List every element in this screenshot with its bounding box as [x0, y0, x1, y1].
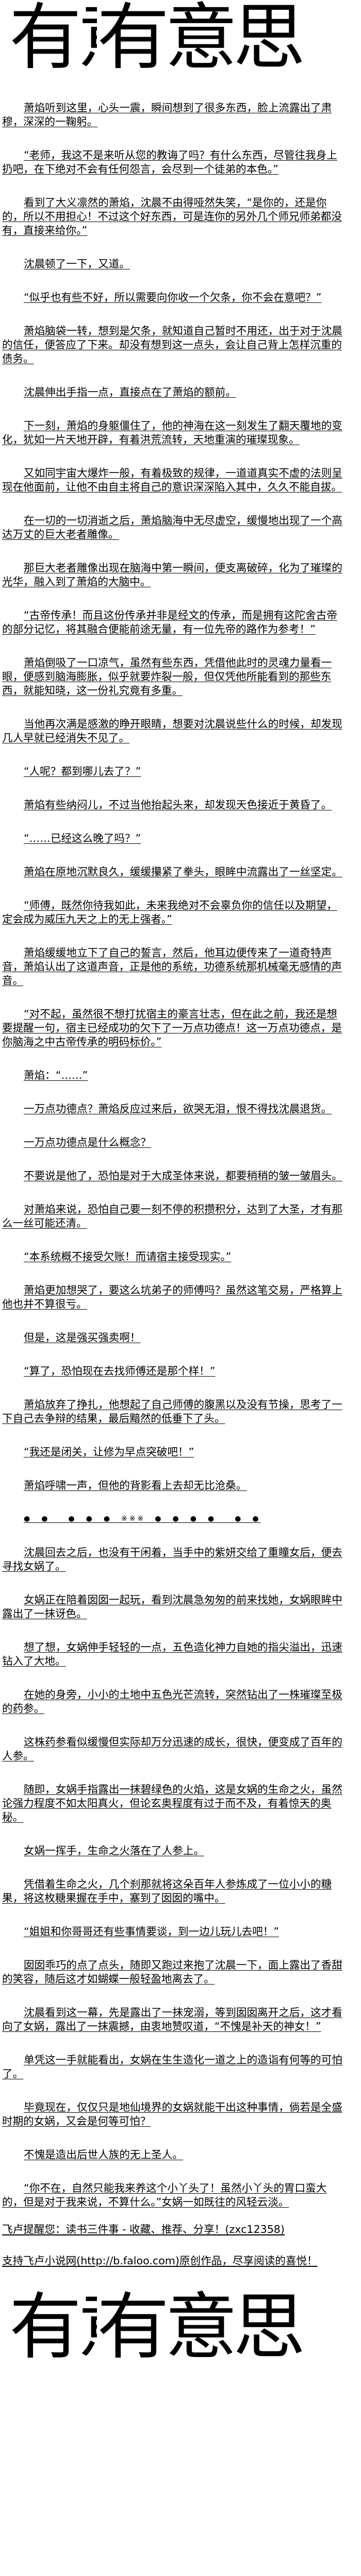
paragraph: “似乎也有些不好，所以需要向你收一个欠条，你不会在意吧？” [24, 291, 322, 303]
paragraph: 毕竟现在，仅仅只是地仙境界的女娲就能干出这种事情，倘若是全盛时期的女娲，又会是何… [2, 2101, 342, 2127]
site-logo-banner-bottom: 有意有意思 [0, 2292, 361, 2364]
paragraph: 但是，这是强买强卖啊！ [24, 1331, 141, 1344]
paragraph: 看到了大义凛然的萧焰，沈晨不由得哑然失笑，“是你的，还是你的，所以不用担心！不过… [2, 196, 342, 236]
paragraph: 对萧焰来说，恐怕自己要一刻不停的积攒积分，达到了大圣，才有那么一丝可能还清。 [2, 1203, 342, 1229]
logo-char: 有 [9, 2285, 81, 2369]
paragraph: 萧焰倒吸了一口凉气，虽然有些东西，凭借他此时的灵魂力量看一眼，便感到脑海膨胀，似… [2, 656, 332, 697]
logo-char-cropped: 意 [77, 2, 97, 74]
paragraph: 萧焰脑袋一转，想到是欠条，就知道自己暂时不用还，出于对于沈晨的信任，便答应了下来… [2, 325, 342, 365]
paragraph: 沈晨回去之后，也没有干闲着，当手中的紫妍交给了重瞳女后，便去寻找女娲了。 [2, 1546, 342, 1572]
paragraph: 当他再次满是感激的睁开眼睛，想要对沈晨说些什么的时候，却发现几人早就已经消失不见… [2, 718, 342, 744]
paragraph: 下一刻，萧焰的身躯僵住了，他的神海在这一刻发生了翻天覆地的变化，犹如一片天地开辟… [2, 419, 342, 446]
paragraph: “师傅，既然你待我如此，未来我绝对不会辜负你的信任以及期望，定会成为威压九天之上… [2, 899, 337, 925]
paragraph: 沈晨伸出手指一点，直接点在了萧焰的额前。 [24, 386, 236, 398]
logo-text: 有意有意思 [9, 2292, 305, 2364]
paragraph: 随即，女娲手指露出一抹碧绿色的火焰，这是女娲的生命之火，虽然论强力程度不如太阳真… [2, 1783, 342, 1823]
paragraph: “姐姐和你哥哥还有些事情要谈，到一边儿玩儿去吧！” [24, 1925, 279, 1938]
paragraph: “……已经这么晚了吗？” [24, 832, 141, 844]
paragraph: 萧焰缓缓地立下了自己的誓言，然后，他耳边便传来了一道奇特声音，萧焰认出了这道声音… [2, 946, 342, 987]
paragraph: 女娲正在陪着囡囡一起玩，看到沈晨急匆匆的前来找她，女娲眼眸中露出了一抹讶色。 [2, 1594, 342, 1620]
paragraph: 想了想，女娲伸手轻轻的一点，五色造化神力自她的指尖溢出，迅速钻入了大地。 [2, 1641, 342, 1667]
logo-text: 有意有意思 [9, 2, 305, 74]
logo-chars: 有意思 [97, 2285, 305, 2369]
paragraph: 又如同宇宙大爆炸一般，有着极致的规律，一道道真实不虚的法则呈现在他面前，让他不由… [2, 467, 342, 493]
site-logo-banner: 有意有意思 [0, 2, 361, 74]
section-separator: ● ● ● ● ● ※※※ ● ● ● ● ● ● [24, 1515, 261, 1523]
paragraph: “我还是闭关，让修为早点突破吧！” [24, 1446, 194, 1458]
reading-reminder: 飞卢提醒您：读书三件事 - 收藏、推荐、分享！(zxc12358) [2, 2223, 285, 2235]
paragraph: 萧焰在原地沉默良久，缓缓攥紧了拳头，眼眸中流露出了一丝坚定。 [24, 866, 342, 878]
support-notice: 支持飞卢小说网(http://b.faloo.com)原创作品，尽享阅读的喜悦！ [2, 2255, 318, 2267]
paragraph: 这株药参看似缓慢但实际却万分迅速的成长，很快，便变成了百年的人参。 [2, 1736, 342, 1762]
paragraph: 在她的身旁，小小的土地中五色光芒流转，突然钻出了一株璀璨至极的药参。 [2, 1688, 342, 1715]
paragraph: 一万点功德点是什么概念？ [24, 1136, 152, 1148]
paragraph: 沈晨顿了一下，又道。 [24, 258, 130, 270]
logo-char-cropped: 意 [77, 2292, 97, 2364]
paragraph: 萧焰呼啸一声，但他的背影看上去却无比沧桑。 [24, 1479, 247, 1492]
paragraph: 不要说是他了，恐怕是对于大成圣体来说，都要稍稍的皱一皱眉头。 [24, 1170, 342, 1182]
paragraph: 女娲一挥手，生命之火落在了人参上。 [24, 1844, 205, 1857]
paragraph: “古帝传承！而且这份传承并非是经文的传承，而是拥有这陀舍古帝的部分记忆，将其融合… [2, 609, 337, 635]
logo-chars: 有意思 [97, 0, 305, 80]
paragraph: 萧焰听到这里，心头一震，瞬间想到了很多东西，脸上流露出了肃穆，深深的一鞠躬。 [2, 101, 332, 128]
paragraph: 囡囡乖巧的点了点头，随即又跑过来抱了沈晨一下，面上露出了香甜的笑容，随后这才如蝴… [2, 1959, 342, 1985]
paragraph: 萧焰更加想哭了，要这么坑弟子的师傅吗？虽然这笔交易，严格算上他也并不算很亏。 [2, 1284, 342, 1310]
paragraph: 凭借着生命之火，几个刹那就将这朵百年人参炼成了一位小小的糖果，将这枚糖果握在手中… [2, 1878, 332, 1904]
paragraph: “人呢？都到哪儿去了？” [24, 765, 141, 777]
paragraph: 萧焰：“……” [24, 1069, 88, 1081]
paragraph: 萧焰放弃了挣扎，他想起了自己师傅的腹黑以及没有节操，思考了一下自己去争辩的结果，… [2, 1398, 342, 1425]
paragraph: “算了，恐怕现在去找师傅还是那个样！” [24, 1365, 216, 1377]
paragraph: 一万点功德点？萧焰反应过来后，欲哭无泪，恨不得找沈晨退货。 [24, 1103, 332, 1115]
chapter-body: 萧焰听到这里，心头一震，瞬间想到了很多东西，脸上流露出了肃穆，深深的一鞠躬。 “老… [2, 101, 344, 2209]
paragraph: 萧焰有些纳闷儿，不过当他抬起头来，却发现天色接近于黄昏了。 [24, 799, 332, 811]
paragraph: “对不起，虽然很不想打扰宿主的豪言壮志，但在此之前，我还是想要提醒一句，宿主已经… [2, 1008, 342, 1048]
paragraph: 在一切的一切消逝之后，萧焰脑海中无尽虚空，缓慢地出现了一个高达万丈的巨大老者雕像… [2, 514, 342, 540]
paragraph: “老师，我这不是来听从您的教诲了吗？有什么东西，尽管往我身上扔吧，在下绝对不会有… [2, 149, 337, 175]
paragraph: 单凭这一手就能看出，女娲在生生造化一道之上的造诣有何等的可怕了。 [2, 2054, 342, 2080]
paragraph: “你不在，自然只能我来养这个小丫头了！虽然小丫头的胃口蛮大的，但是对于我来说，不… [2, 2182, 327, 2208]
site-footer: 飞卢提醒您：读书三件事 - 收藏、推荐、分享！(zxc12358) 支持飞卢小说… [2, 2223, 344, 2268]
logo-char: 有 [9, 0, 81, 80]
paragraph: 不愧是造出后世人族的无上圣人。 [24, 2148, 183, 2161]
paragraph: 沈晨看到这一幕，先是露出了一抹宠溺，等到囡囡离开之后，这才看向了女娲，露出了一抹… [2, 2006, 342, 2032]
paragraph: 那巨大老者雕像出现在脑海中第一瞬间，便支离破碎，化为了璀璨的光华，融入到了萧焰的… [2, 562, 342, 588]
paragraph: “本系统概不接受欠账！而请宿主接受现实。” [24, 1250, 232, 1263]
